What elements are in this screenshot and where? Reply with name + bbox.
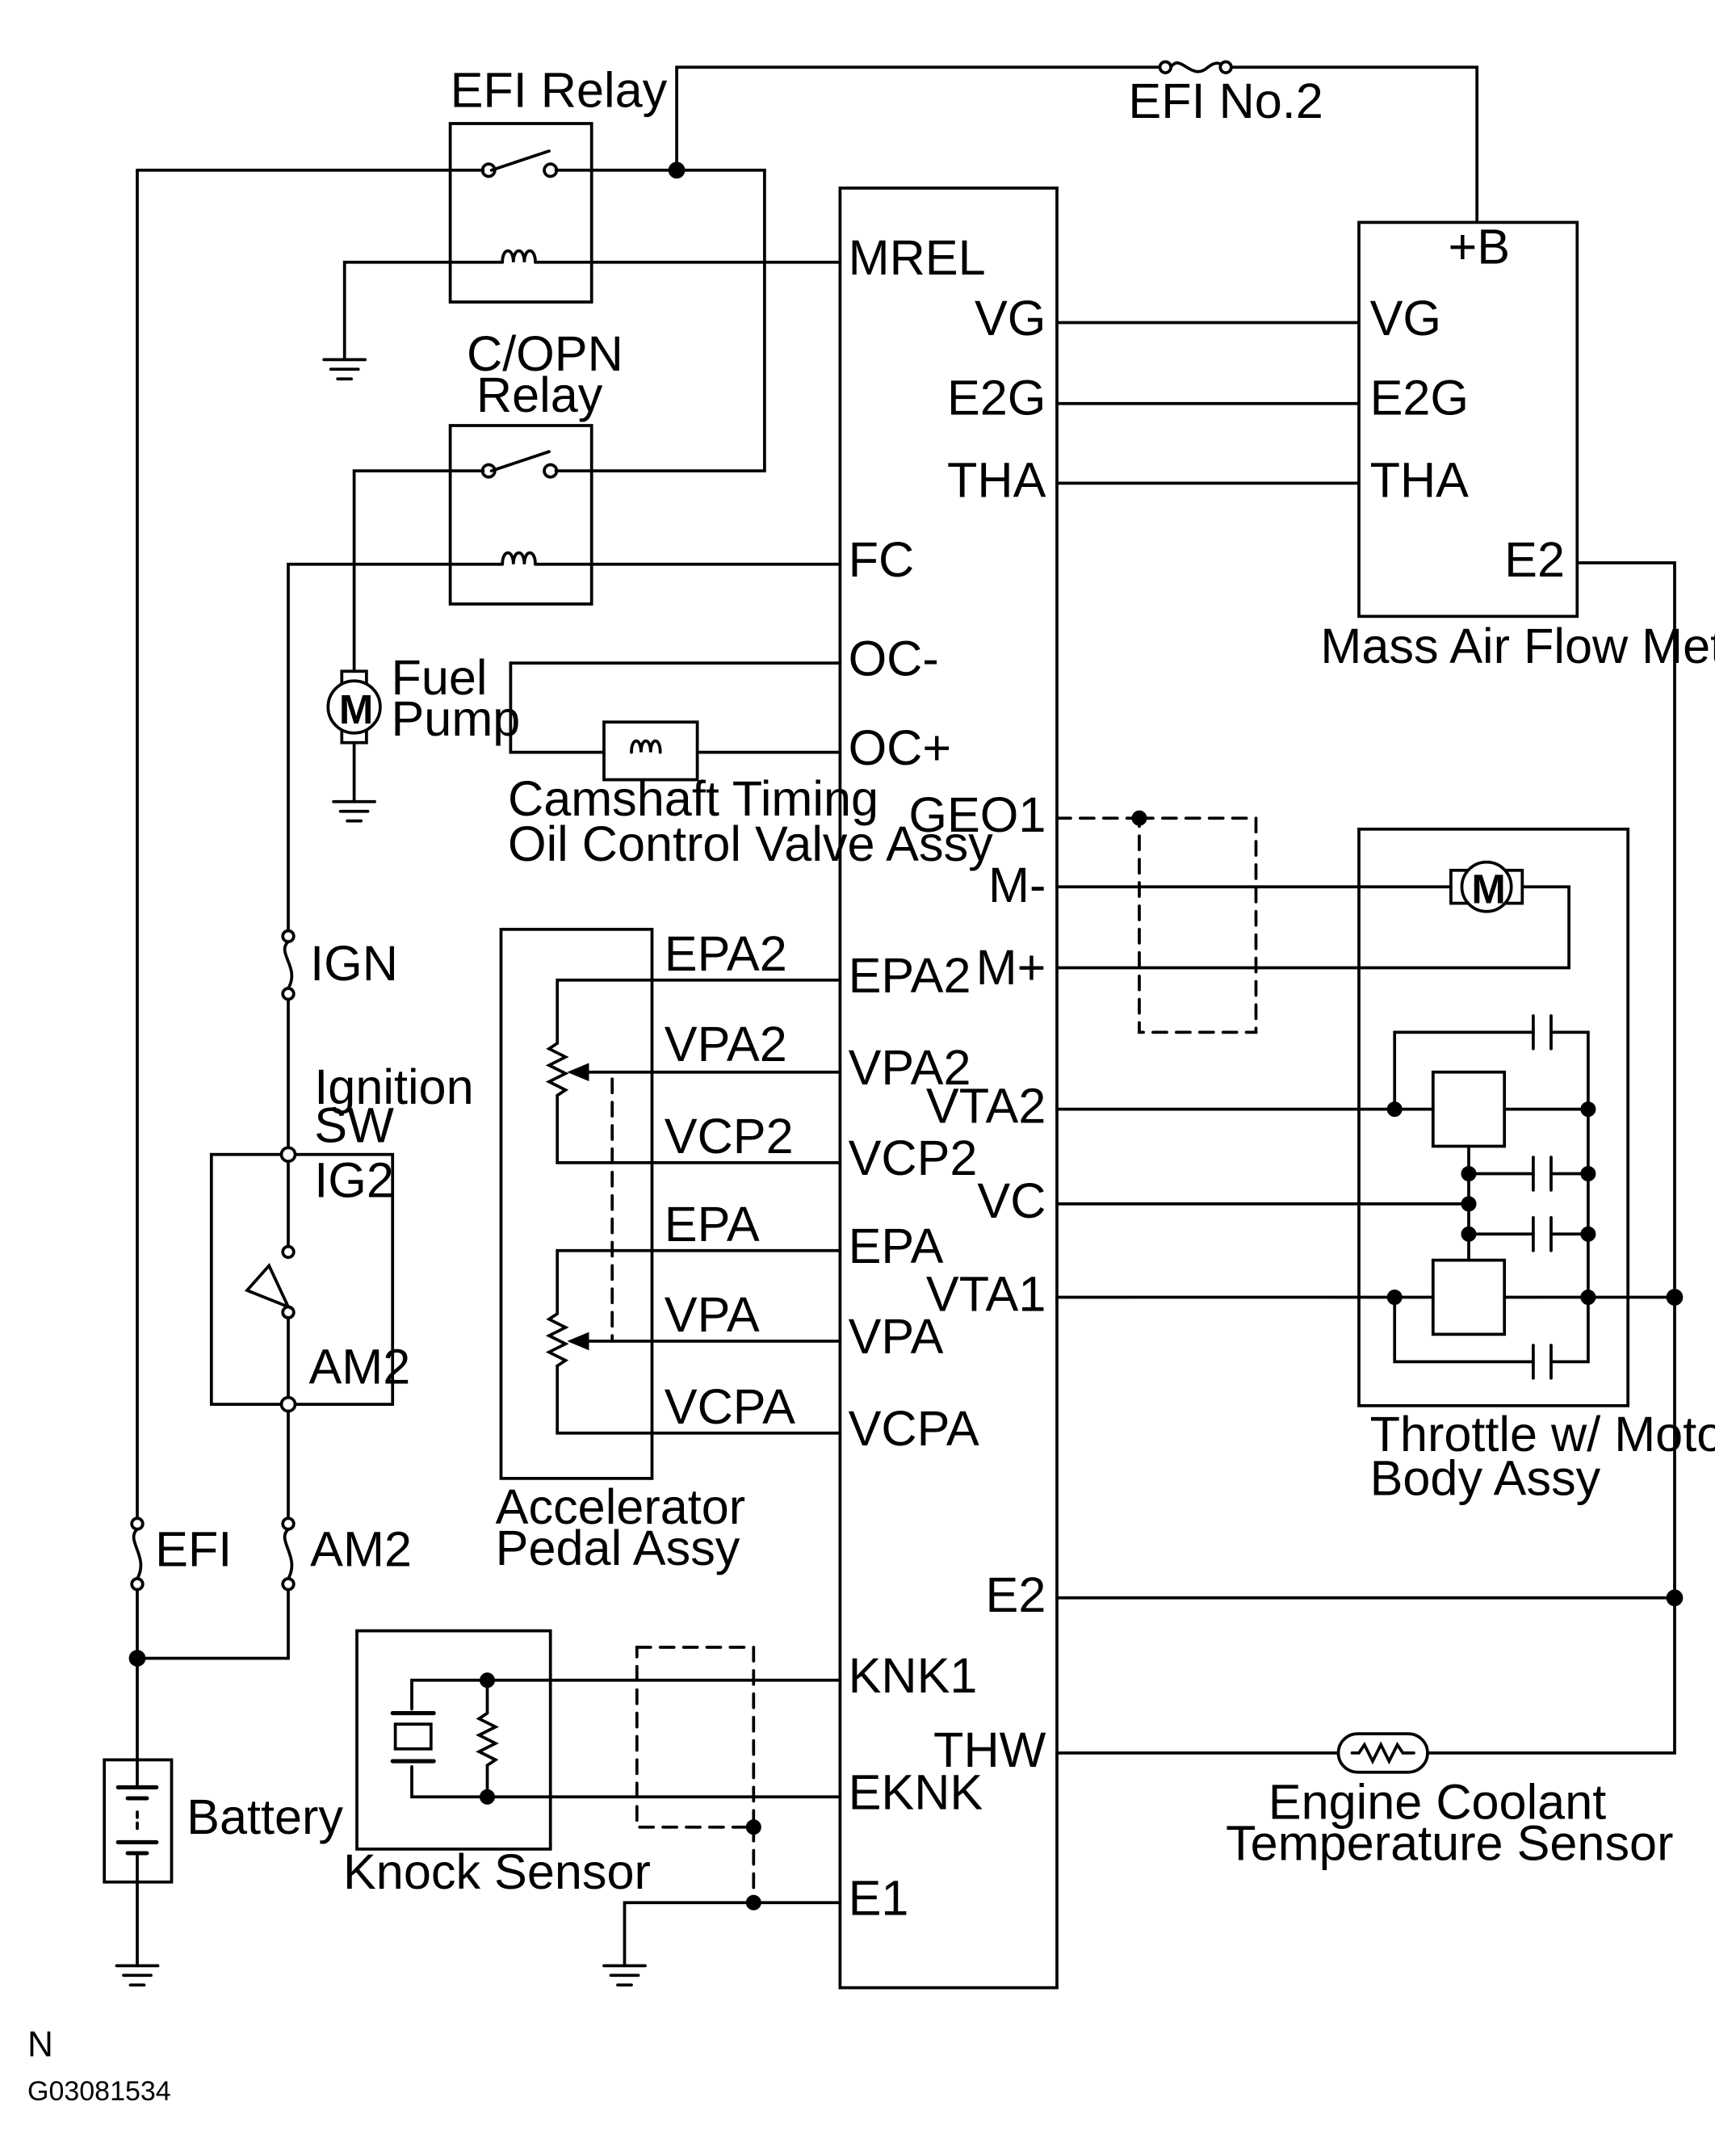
resistor-icon <box>545 1042 569 1097</box>
efi-no2-circuit <box>675 60 1479 224</box>
pin-geo1: GEO1 <box>908 787 1046 842</box>
copn-relay-label-2: Relay <box>476 367 603 422</box>
pin-epa2: EPA2 <box>849 948 971 1003</box>
am2-fuse-label: AM2 <box>310 1522 412 1577</box>
maf-pin-vg: VG <box>1370 291 1441 346</box>
efi-fuse-label: EFI <box>155 1522 232 1577</box>
camshaft-label-1: Camshaft Timing <box>508 771 878 826</box>
pedal-pin-vcp2: VCP2 <box>665 1109 794 1164</box>
pin-tha: THA <box>947 452 1046 507</box>
ig2-pin: IG2 <box>314 1152 394 1207</box>
throttle-sensor-ic-2 <box>1431 1070 1507 1148</box>
accelerator-pedal-assy <box>499 928 654 1480</box>
maf-label: Mass Air Flow Meter <box>1320 619 1715 673</box>
ect-label-1: Engine Coolant <box>1268 1775 1606 1830</box>
pin-mrel: MREL <box>849 230 986 285</box>
capacitor-network <box>1393 1014 1590 1380</box>
copn-relay-switch-symbol <box>448 450 593 566</box>
pin-vcpa: VCPA <box>849 1401 979 1456</box>
ground-icon <box>322 358 367 381</box>
pin-epa: EPA <box>849 1219 944 1273</box>
knock-sensor-label: Knock Sensor <box>343 1844 651 1899</box>
thermistor-icon <box>1350 1741 1415 1765</box>
fuel-pump-label-1: Fuel <box>391 650 487 705</box>
efi-relay <box>448 122 593 304</box>
battery-cell-icon <box>115 1758 159 1884</box>
pin-m-minus: M- <box>988 858 1046 912</box>
maf-pin-b: +B <box>1448 219 1510 274</box>
pin-vta2: VTA2 <box>926 1079 1046 1134</box>
pin-oc-minus: OC- <box>849 631 939 686</box>
ignition-sw-label-2: SW <box>314 1097 394 1152</box>
pin-vcp2: VCP2 <box>849 1130 978 1185</box>
copn-relay-label-1: C/OPN <box>467 326 623 381</box>
accel-label-2: Pedal Assy <box>496 1521 740 1575</box>
pin-vg: VG <box>975 291 1046 346</box>
copn-relay <box>448 424 593 606</box>
pin-e1: E1 <box>849 1871 909 1926</box>
am2-fuse <box>281 1516 296 1592</box>
ground-icon <box>332 799 376 823</box>
footer-n: N <box>27 2025 53 2065</box>
engine-coolant-temp-sensor <box>1336 1732 1429 1774</box>
ign-fuse-label: IGN <box>310 936 398 991</box>
pin-e2: E2 <box>986 1567 1046 1622</box>
accel-label-1: Accelerator <box>496 1479 745 1534</box>
maf-pin-e2g: E2G <box>1370 370 1469 425</box>
ect-label-2: Temperature Sensor <box>1226 1816 1673 1871</box>
ignition-sw-label-1: Ignition <box>314 1059 473 1114</box>
knock-shield <box>635 1646 756 1829</box>
pedal-pin-vpa2: VPA2 <box>665 1017 787 1072</box>
efi-fuse <box>130 1516 145 1592</box>
fuel-pump-label-2: Pump <box>391 691 520 746</box>
pedal-pin-vpa: VPA <box>665 1287 760 1342</box>
camshaft-label-2: Oil Control Valve Assy <box>508 816 993 871</box>
throttle-label-2: Body Assy <box>1370 1450 1601 1505</box>
throttle-motor-letter: M <box>1471 866 1505 912</box>
pin-e2g: E2G <box>947 370 1046 425</box>
throttle-body-assy <box>1357 827 1630 1407</box>
pin-vc: VC <box>977 1173 1046 1228</box>
resistor-icon <box>476 1711 499 1768</box>
pedal-pin-epa: EPA <box>665 1197 760 1252</box>
ignition-key-switch-icon <box>244 1160 296 1399</box>
ecu-box <box>838 187 1059 1990</box>
pin-fc: FC <box>849 532 915 587</box>
pin-vta1: VTA1 <box>926 1267 1046 1322</box>
throttle-motor-icon: M <box>1449 860 1524 913</box>
pedal-pin-vcpa: VCPA <box>665 1379 795 1434</box>
ignition-switch <box>209 1152 395 1406</box>
resistor-icon <box>545 1312 569 1368</box>
pedal-pin-epa2: EPA2 <box>665 926 787 981</box>
efi-relay-switch-symbol <box>448 149 593 264</box>
pin-m-plus: M+ <box>976 940 1046 995</box>
battery-label: Battery <box>187 1789 343 1844</box>
knock-sensor <box>355 1629 552 1851</box>
efi-relay-label: EFI Relay <box>451 63 668 118</box>
pin-knk1: KNK1 <box>849 1648 978 1703</box>
efi-no2-label: EFI No.2 <box>1128 73 1323 128</box>
ign-fuse <box>281 929 296 1001</box>
piezo-element-icon <box>390 1678 842 1799</box>
maf-pin-e2: E2 <box>1504 532 1565 587</box>
pin-eknk: EKNK <box>849 1765 983 1820</box>
ground-icon <box>602 1964 647 1987</box>
pin-vpa2: VPA2 <box>849 1040 971 1095</box>
pin-oc-plus: OC+ <box>849 720 952 775</box>
pin-vpa: VPA <box>849 1309 944 1364</box>
throttle-sensor-ic-1 <box>1431 1258 1507 1336</box>
fuel-pump-motor-icon: M <box>326 669 382 803</box>
am2-pin: AM2 <box>309 1340 411 1395</box>
maf-pin-tha: THA <box>1370 452 1470 507</box>
fuel-pump-motor-letter: M <box>339 686 373 732</box>
ground-icon <box>115 1964 160 1987</box>
mass-air-flow-meter <box>1357 220 1579 619</box>
footer-code: G03081534 <box>27 2076 171 2107</box>
motor-shield <box>1138 816 1258 1034</box>
throttle-label-1: Throttle w/ Motor <box>1370 1407 1715 1462</box>
pin-thw: THW <box>933 1722 1046 1777</box>
